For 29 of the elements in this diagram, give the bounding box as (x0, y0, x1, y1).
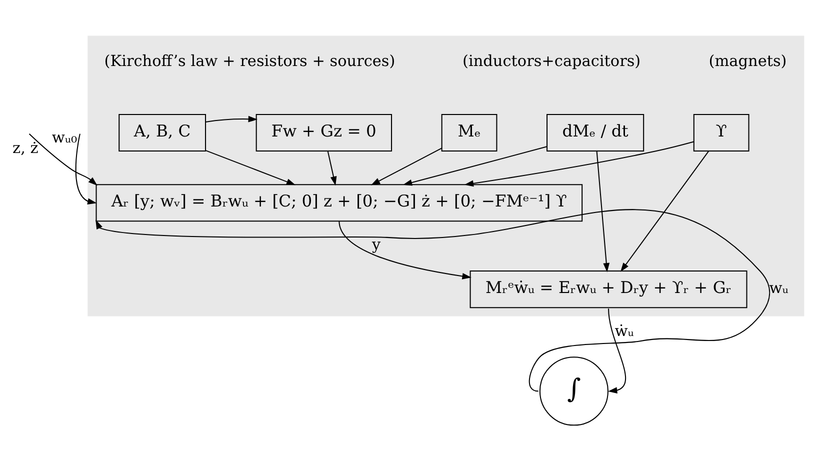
label: (inductors+capacitors) (462, 52, 641, 70)
edge-label: wᵤ₀ (52, 128, 78, 146)
arrow (402, 146, 547, 186)
arrow (327, 151, 337, 186)
label: (magnets) (708, 52, 787, 70)
node-box: dMₑ / dt (546, 114, 644, 152)
edge-label: y (372, 236, 381, 254)
node-box: Fw + Gz = 0 (256, 114, 392, 152)
arrow (205, 150, 296, 186)
arrow (620, 150, 710, 272)
edge-label: z, ż (12, 139, 38, 158)
edge-label: wᵤ (769, 278, 788, 297)
arrow (205, 116, 258, 122)
arrow (370, 148, 442, 186)
node-circle: ∫ (539, 356, 608, 426)
arrow (464, 141, 694, 187)
node-box: A, B, C (118, 114, 206, 152)
node-box: Mᵣᵉẇᵤ = Eᵣwᵤ + Dᵣy + ϒᵣ + Gᵣ (470, 270, 748, 308)
arrow (608, 308, 626, 394)
arrow (596, 151, 610, 272)
arrow (338, 221, 472, 280)
arrow (75, 134, 97, 205)
node-box: ϒ (693, 114, 750, 152)
edge-label: ẇᵤ (614, 322, 634, 340)
arrow (96, 209, 770, 392)
node-box: Aᵣ [y; wᵥ] = Bᵣwᵤ + [C; 0] z + [0; −G] ż + [0; −FMᵉ⁻¹] ϒ (96, 184, 583, 222)
label: (Kirchoff’s law + resistors + sources) (104, 52, 396, 70)
arrow (28, 133, 98, 186)
node-box: Mₑ (441, 114, 498, 152)
